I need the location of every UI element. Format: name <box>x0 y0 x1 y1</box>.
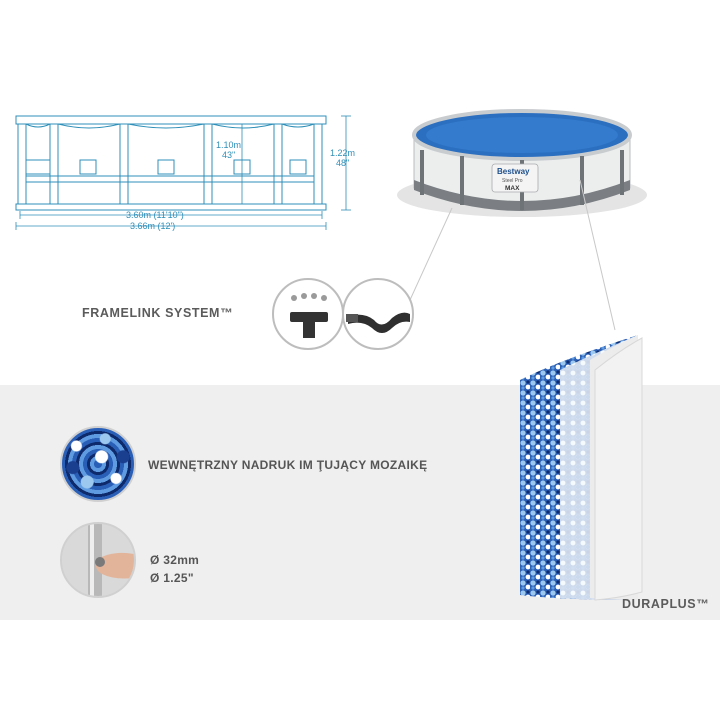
pool-model: MAX <box>505 185 520 192</box>
mosaic-label: WEWNĘTRZNY NADRUK IM ŢUJĄCY MOZAIKĘ <box>148 458 428 472</box>
height-outer-inch-label: 48" <box>336 158 349 168</box>
hand-pipe-icon <box>62 524 134 596</box>
duraplus-label: DURAPLUS™ <box>622 597 710 611</box>
diameter-mm-label: Ø 32mm <box>150 553 200 567</box>
pipe-detail-circle <box>60 522 136 598</box>
framelink-connector-circle <box>272 278 344 350</box>
dimension-diagram: 1.10m 43" 1.22m 48" 3.60m (11'10") 3.66m… <box>15 115 355 231</box>
t-connector-icon <box>290 293 328 338</box>
pool-brand: Bestway <box>497 167 530 176</box>
diameter-in-label: Ø 1.25" <box>150 571 194 585</box>
height-inner-label: 1.10m <box>216 140 241 150</box>
pool-line: Steel Pro <box>502 178 523 184</box>
pool-image: Bestway Steel Pro MAX <box>397 109 647 217</box>
width-outer-label: 3.66m (12') <box>130 221 175 231</box>
width-inner-label: 3.60m (11'10") <box>126 210 184 220</box>
framelink-label: FRAMELINK SYSTEM™ <box>82 306 234 320</box>
frame-joint-icon <box>346 312 410 333</box>
height-outer-label: 1.22m <box>330 148 355 158</box>
framelink-joint-circle <box>342 278 414 350</box>
height-inner-inch-label: 43" <box>222 150 235 160</box>
mosaic-swatch <box>60 426 136 502</box>
duraplus-wall-image <box>520 335 643 601</box>
